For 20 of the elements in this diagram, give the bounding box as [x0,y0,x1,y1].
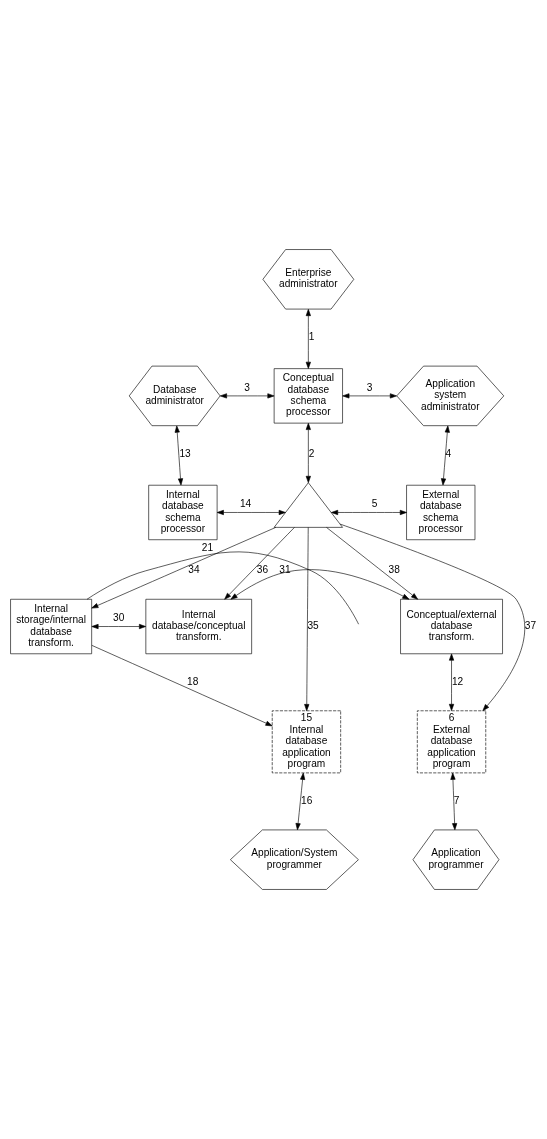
edge-label: 3 [366,381,373,393]
edge-label: 14 [239,498,252,510]
edge-label: 5 [371,498,378,510]
edge-label: 4 [445,447,452,459]
edge-label: 21 [201,541,214,553]
edge-label: 31 [279,564,291,576]
edge-label: 2 [308,447,315,459]
edge-label: 18 [187,675,199,687]
edge-label: 30 [113,612,125,624]
edge-label: 1 [308,331,315,343]
edge-label: 12 [451,675,464,687]
edge-label: 16 [301,794,313,806]
edge-label: 34 [188,564,200,576]
edge-label: 37 [524,619,537,631]
edge-label: 7 [453,794,460,806]
edge-label: 35 [307,619,319,631]
edge-label: 3 [244,381,250,393]
edge-label: 13 [179,447,191,459]
edge-label: 38 [388,564,400,576]
edge-label: 36 [256,564,269,576]
